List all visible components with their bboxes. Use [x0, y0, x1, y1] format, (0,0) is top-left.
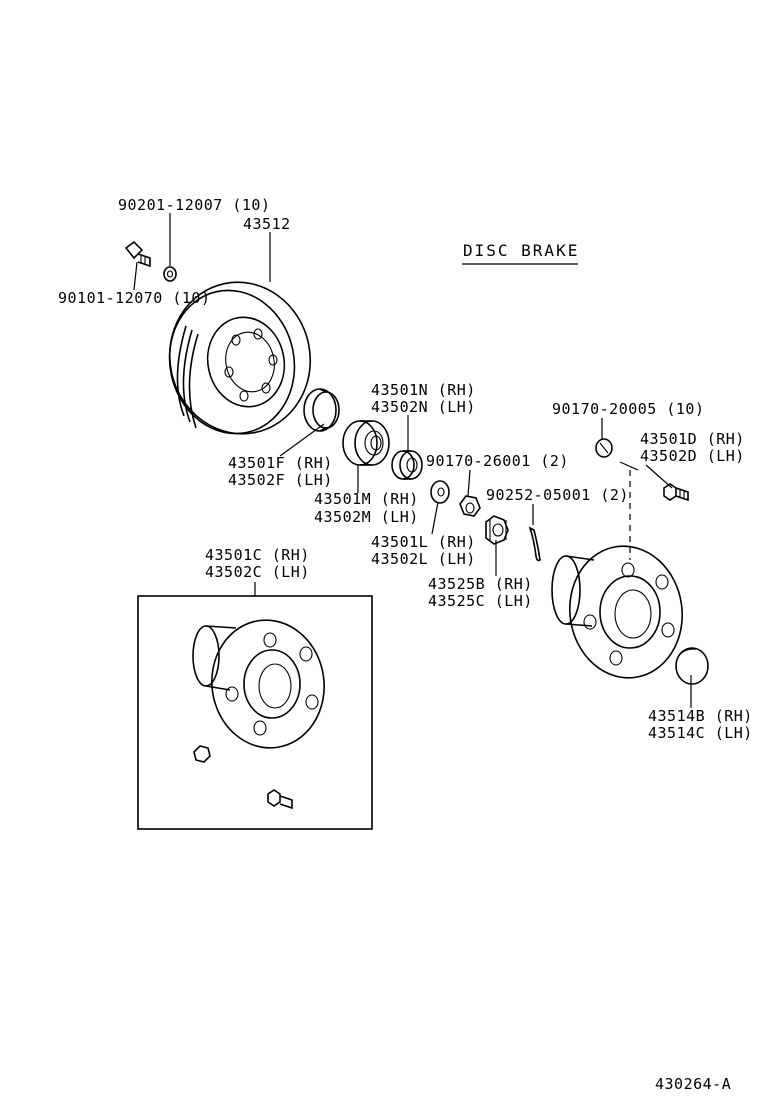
label-43502m: 43502M (LH) — [314, 508, 419, 526]
box-nut — [193, 745, 211, 763]
bolt-90101 — [124, 240, 151, 268]
axis-tick — [619, 461, 639, 471]
brake-rotor-43512 — [168, 281, 312, 435]
nut-90170-26001 — [459, 495, 481, 517]
grease-cap-43514b — [675, 647, 709, 685]
label-43501l: 43501L (RH) — [371, 533, 476, 551]
label-43502d: 43502D (LH) — [640, 447, 745, 465]
hub-assembly-box — [137, 595, 373, 830]
cotter-pin-90252 — [528, 526, 541, 562]
label-43514b: 43514B (RH) — [648, 707, 753, 725]
box-bolt — [267, 789, 281, 807]
label-43514c: 43514C (LH) — [648, 724, 753, 742]
label-90101-12070: 90101-12070 (10) — [58, 289, 211, 307]
figure-code: 430264-A — [655, 1075, 731, 1093]
label-90170-20005: 90170-20005 (10) — [552, 400, 705, 418]
nut-90170-20005 — [595, 438, 613, 458]
axle-hub-right — [551, 545, 684, 679]
hub-bolt-43501d — [663, 483, 689, 502]
label-43525c: 43525C (LH) — [428, 592, 533, 610]
label-43512: 43512 — [243, 215, 291, 233]
diagram-title: DISC BRAKE — [463, 241, 579, 260]
leader-lines — [133, 213, 692, 708]
label-43502l: 43502L (LH) — [371, 550, 476, 568]
oil-seal-43501f — [303, 388, 340, 432]
label-90252-05001: 90252-05001 (2) — [486, 486, 629, 504]
bearing-43501m — [342, 420, 390, 466]
label-43501f: 43501F (RH) — [228, 454, 333, 472]
label-43501n: 43501N (RH) — [371, 381, 476, 399]
label-43501d: 43501D (RH) — [640, 430, 745, 448]
label-43502n: 43502N (LH) — [371, 398, 476, 416]
washer-90201 — [163, 266, 177, 282]
label-90201-12007: 90201-12007 (10) — [118, 196, 271, 214]
label-90170-26001: 90170-26001 (2) — [426, 452, 569, 470]
label-43525b: 43525B (RH) — [428, 575, 533, 593]
lock-cap-43525b — [485, 515, 509, 545]
label-43502f: 43502F (LH) — [228, 471, 333, 489]
washer-43501l — [430, 480, 450, 504]
label-43501c: 43501C (RH) — [205, 546, 310, 564]
bearing-43501n — [391, 450, 423, 480]
label-43502c: 43502C (LH) — [205, 563, 310, 581]
label-43501m: 43501M (RH) — [314, 490, 419, 508]
